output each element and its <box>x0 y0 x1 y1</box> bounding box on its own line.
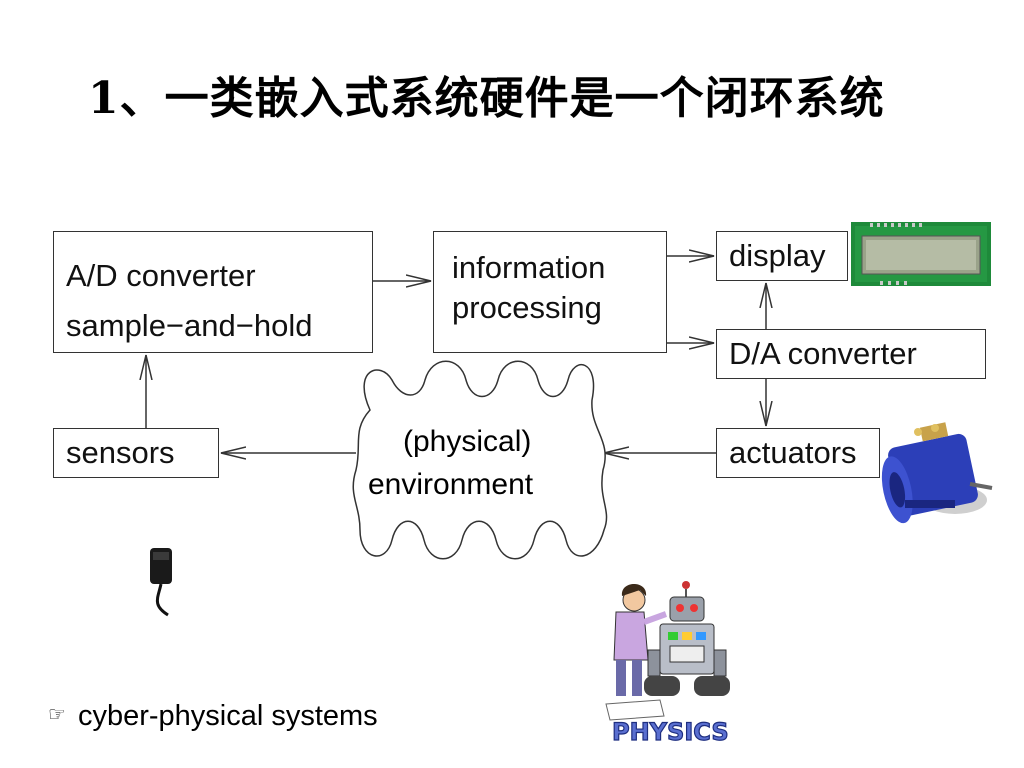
da-converter-label: D/A converter <box>729 336 917 371</box>
display-label: display <box>729 238 826 273</box>
bullet-text: cyber-physical systems <box>77 700 378 732</box>
microphone-sensor-image <box>150 548 172 617</box>
ad-converter-label: A/D converter <box>66 258 256 293</box>
sample-and-hold-label: sample−and−hold <box>66 308 313 343</box>
physical-environment-cloud <box>352 360 608 560</box>
sensors-block: sensors <box>53 428 219 478</box>
slide-title: 1、一类嵌入式系统硬件是一个闭环系统 <box>88 73 885 124</box>
bullet-item: ☞ cyber-physical systems <box>48 700 378 733</box>
electric-motor-image <box>881 422 993 524</box>
physics-caption: PHYSICS <box>612 718 729 746</box>
display-block: display <box>716 231 848 281</box>
processing-label: processing <box>452 290 602 325</box>
pointing-hand-icon: ☞ <box>48 702 66 726</box>
information-label: information <box>452 250 606 285</box>
actuators-block: actuators <box>716 428 880 478</box>
sensors-label: sensors <box>66 435 175 470</box>
ad-converter-block: A/D converter sample−and−hold <box>53 231 373 353</box>
environment-line1-label: (physical) <box>403 425 532 458</box>
information-processing-block: information processing <box>433 231 667 353</box>
environment-line2-label: environment <box>368 468 534 501</box>
physics-robot-clipart: PHYSICS <box>605 581 730 747</box>
da-converter-block: D/A converter <box>716 329 986 379</box>
actuators-label: actuators <box>729 435 857 470</box>
lcd-display-image <box>851 222 991 286</box>
